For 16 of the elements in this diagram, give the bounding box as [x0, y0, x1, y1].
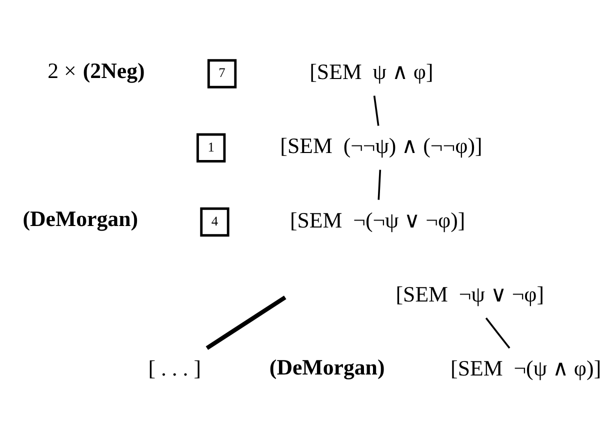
node-text: [SEM ¬(ψ ∧ φ)]: [450, 356, 602, 380]
label: (DeMorgan): [269, 354, 385, 379]
node-text: [ . . . ]: [148, 356, 202, 380]
node-box: 4: [200, 206, 230, 236]
node-box: 1: [196, 132, 226, 162]
connector: [206, 295, 286, 350]
connector: [485, 317, 510, 348]
node-text: [SEM ¬ψ ∨ ¬φ]: [396, 282, 544, 306]
node-text: [SEM (¬¬ψ) ∧ (¬¬φ)]: [280, 134, 482, 158]
node-box: 7: [207, 58, 237, 88]
connector: [373, 95, 380, 126]
node-text: [SEM ψ ∧ φ]: [310, 60, 434, 84]
label: 2 × (2Neg): [48, 58, 145, 82]
label: (DeMorgan): [22, 206, 138, 231]
connector: [378, 169, 382, 200]
node-text: [SEM ¬(¬ψ ∨ ¬φ)]: [290, 208, 466, 232]
